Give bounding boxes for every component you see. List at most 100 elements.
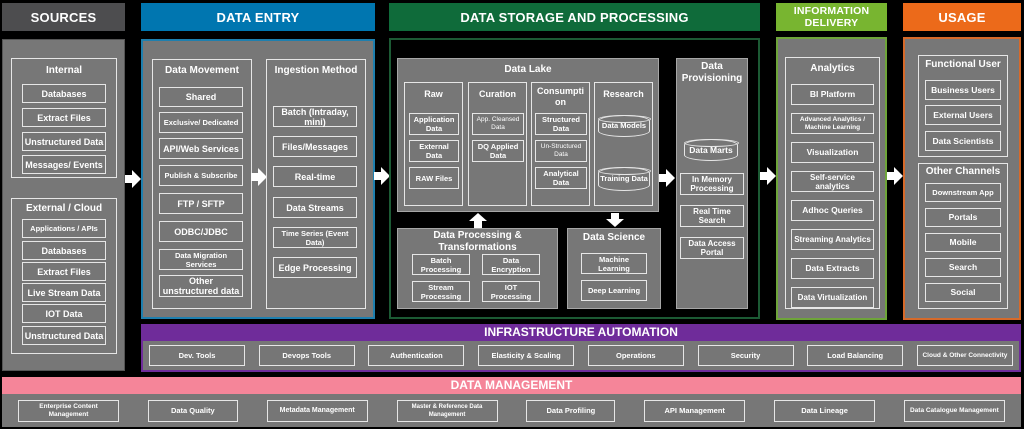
external-item: IOT Data (22, 304, 106, 323)
ingestion-method-title: Ingestion Method (274, 65, 358, 76)
data-processing-title: Data Processing & Transformations (433, 230, 522, 253)
arrow-right-icon (887, 167, 903, 185)
curation-item: App. Cleansed Data (472, 113, 524, 135)
internal-item: Databases (22, 84, 106, 103)
arrow-right-icon (251, 168, 267, 186)
arrow-right-icon (659, 169, 675, 187)
sources-panel: Internal Databases Extract Files Unstruc… (2, 39, 125, 371)
training-data-cylinder: Training Data (597, 166, 651, 191)
science-item: Deep Learning (581, 280, 647, 301)
provisioning-item: Real Time Search (680, 205, 744, 227)
science-item: Machine Learning (581, 253, 647, 274)
curation-item: DQ Applied Data (472, 140, 524, 162)
other-channels-group: Other Channels Downstream App Portals Mo… (918, 163, 1008, 309)
infra-item: Dev. Tools (149, 345, 245, 366)
channel-item: Downstream App (925, 183, 1001, 202)
infra-item: Elasticity & Scaling (478, 345, 575, 366)
channel-item: Mobile (925, 233, 1001, 252)
movement-item: Exclusive/ Dedicated (159, 112, 243, 133)
infra-item: Operations (587, 345, 684, 366)
processing-item: Stream Processing (412, 281, 470, 302)
storage-panel: Data Lake Raw Application Data External … (389, 38, 760, 319)
data-entry-panel: Data Movement Shared Exclusive/ Dedicate… (141, 39, 375, 319)
delivery-panel: Analytics BI Platform Advanced Analytics… (776, 37, 887, 320)
channel-item: Search (925, 258, 1001, 277)
movement-item: ODBC/JDBC (159, 221, 243, 242)
consumption-item: Un-Structured Data (535, 140, 587, 162)
functional-user-item: Data Scientists (925, 131, 1001, 151)
raw-group: Raw Application Data External Data RAW F… (404, 82, 463, 206)
ingestion-item: Batch (Intraday, mini) (273, 106, 357, 127)
movement-item: Publish & Subscribe (159, 165, 243, 186)
consumption-group: Consumpti on Structured Data Un-Structur… (531, 82, 590, 206)
dm-item: Data Catalogue Management (903, 399, 1005, 422)
ingestion-item: Data Streams (273, 197, 357, 218)
dm-item: Enterprise Content Management (18, 399, 119, 422)
storage-header-label: DATA STORAGE AND PROCESSING (460, 9, 689, 25)
data-provisioning-group: Data Provisioning Data Marts In Memory P… (676, 58, 748, 309)
dm-item: Data Profiling (526, 399, 616, 422)
arrow-right-icon (760, 167, 776, 185)
raw-item: RAW Files (409, 167, 459, 189)
infrastructure-bar: INFRASTRUCTURE AUTOMATION Dev. Tools Dev… (141, 324, 1021, 372)
infra-item: Security (697, 345, 794, 366)
data-entry-header-label: DATA ENTRY (216, 9, 300, 25)
analytics-item: Adhoc Queries (791, 200, 874, 221)
delivery-header-line2: DELIVERY (804, 17, 859, 29)
functional-user-item: External Users (925, 105, 1001, 125)
arrow-up-icon (469, 213, 487, 228)
data-management-bar: DATA MANAGEMENT Enterprise Content Manag… (2, 377, 1021, 427)
data-entry-header: DATA ENTRY (141, 3, 375, 31)
raw-title: Raw (424, 89, 443, 99)
analytics-item: Data Virtualization (791, 287, 874, 308)
arrow-right-icon (374, 167, 390, 185)
dm-item: Metadata Management (266, 399, 368, 422)
infra-item: Cloud & Other Connectivity (916, 345, 1013, 366)
processing-item: IOT Processing (482, 281, 540, 302)
arrow-right-icon (125, 170, 141, 188)
data-provisioning-title: Data Provisioning (681, 61, 743, 84)
infrastructure-items: Dev. Tools Devops Tools Authentication E… (143, 341, 1019, 370)
external-item: Unstructured Data (22, 326, 106, 345)
data-management-items: Enterprise Content Management Data Quali… (2, 394, 1021, 427)
analytics-item: Visualization (791, 142, 874, 163)
data-lake-title: Data Lake (504, 64, 552, 75)
other-channels-title: Other Channels (925, 166, 1001, 177)
analytics-title: Analytics (810, 63, 855, 74)
internal-item: Messages/ Events (22, 155, 106, 174)
raw-item: Application Data (409, 113, 459, 135)
external-title: External / Cloud (25, 203, 103, 214)
movement-item: FTP / SFTP (159, 193, 243, 214)
movement-item: Shared (159, 87, 243, 107)
processing-item: Batch Processing (412, 254, 470, 275)
channel-item: Portals (925, 208, 1001, 227)
arrow-down-icon (606, 213, 624, 227)
external-item: Applications / APIs (22, 219, 106, 238)
internal-item: Extract Files (22, 108, 106, 127)
functional-user-title: Functional User (925, 59, 1001, 70)
data-models-cylinder: Data Models (597, 114, 651, 137)
analytics-item: Streaming Analytics (791, 229, 874, 250)
data-processing-group: Data Processing & Transformations Batch … (397, 228, 558, 309)
research-title: Research (603, 89, 644, 99)
movement-item: API/Web Services (159, 138, 243, 159)
consumption-title: Consumpti on (537, 86, 584, 107)
infra-item: Load Balancing (807, 345, 904, 366)
external-item: Live Stream Data (22, 283, 106, 302)
data-science-title: Data Science (582, 232, 646, 243)
external-group: External / Cloud Applications / APIs Dat… (11, 198, 117, 354)
analytics-item: BI Platform (791, 84, 874, 105)
delivery-header: INFORMATION DELIVERY (776, 3, 887, 31)
movement-item: Other unstructured data (159, 275, 243, 297)
internal-item: Unstructured Data (22, 132, 106, 151)
data-marts-cylinder: Data Marts (683, 138, 739, 161)
sources-header-label: SOURCES (30, 9, 97, 25)
external-item: Extract Files (22, 262, 106, 281)
channel-item: Social (925, 283, 1001, 302)
data-movement-title: Data Movement (165, 65, 239, 76)
curation-title: Curation (479, 89, 516, 99)
raw-item: External Data (409, 140, 459, 162)
consumption-item: Analytical Data (535, 167, 587, 189)
analytics-group: Analytics BI Platform Advanced Analytics… (785, 57, 880, 309)
data-management-title: DATA MANAGEMENT (450, 378, 573, 392)
